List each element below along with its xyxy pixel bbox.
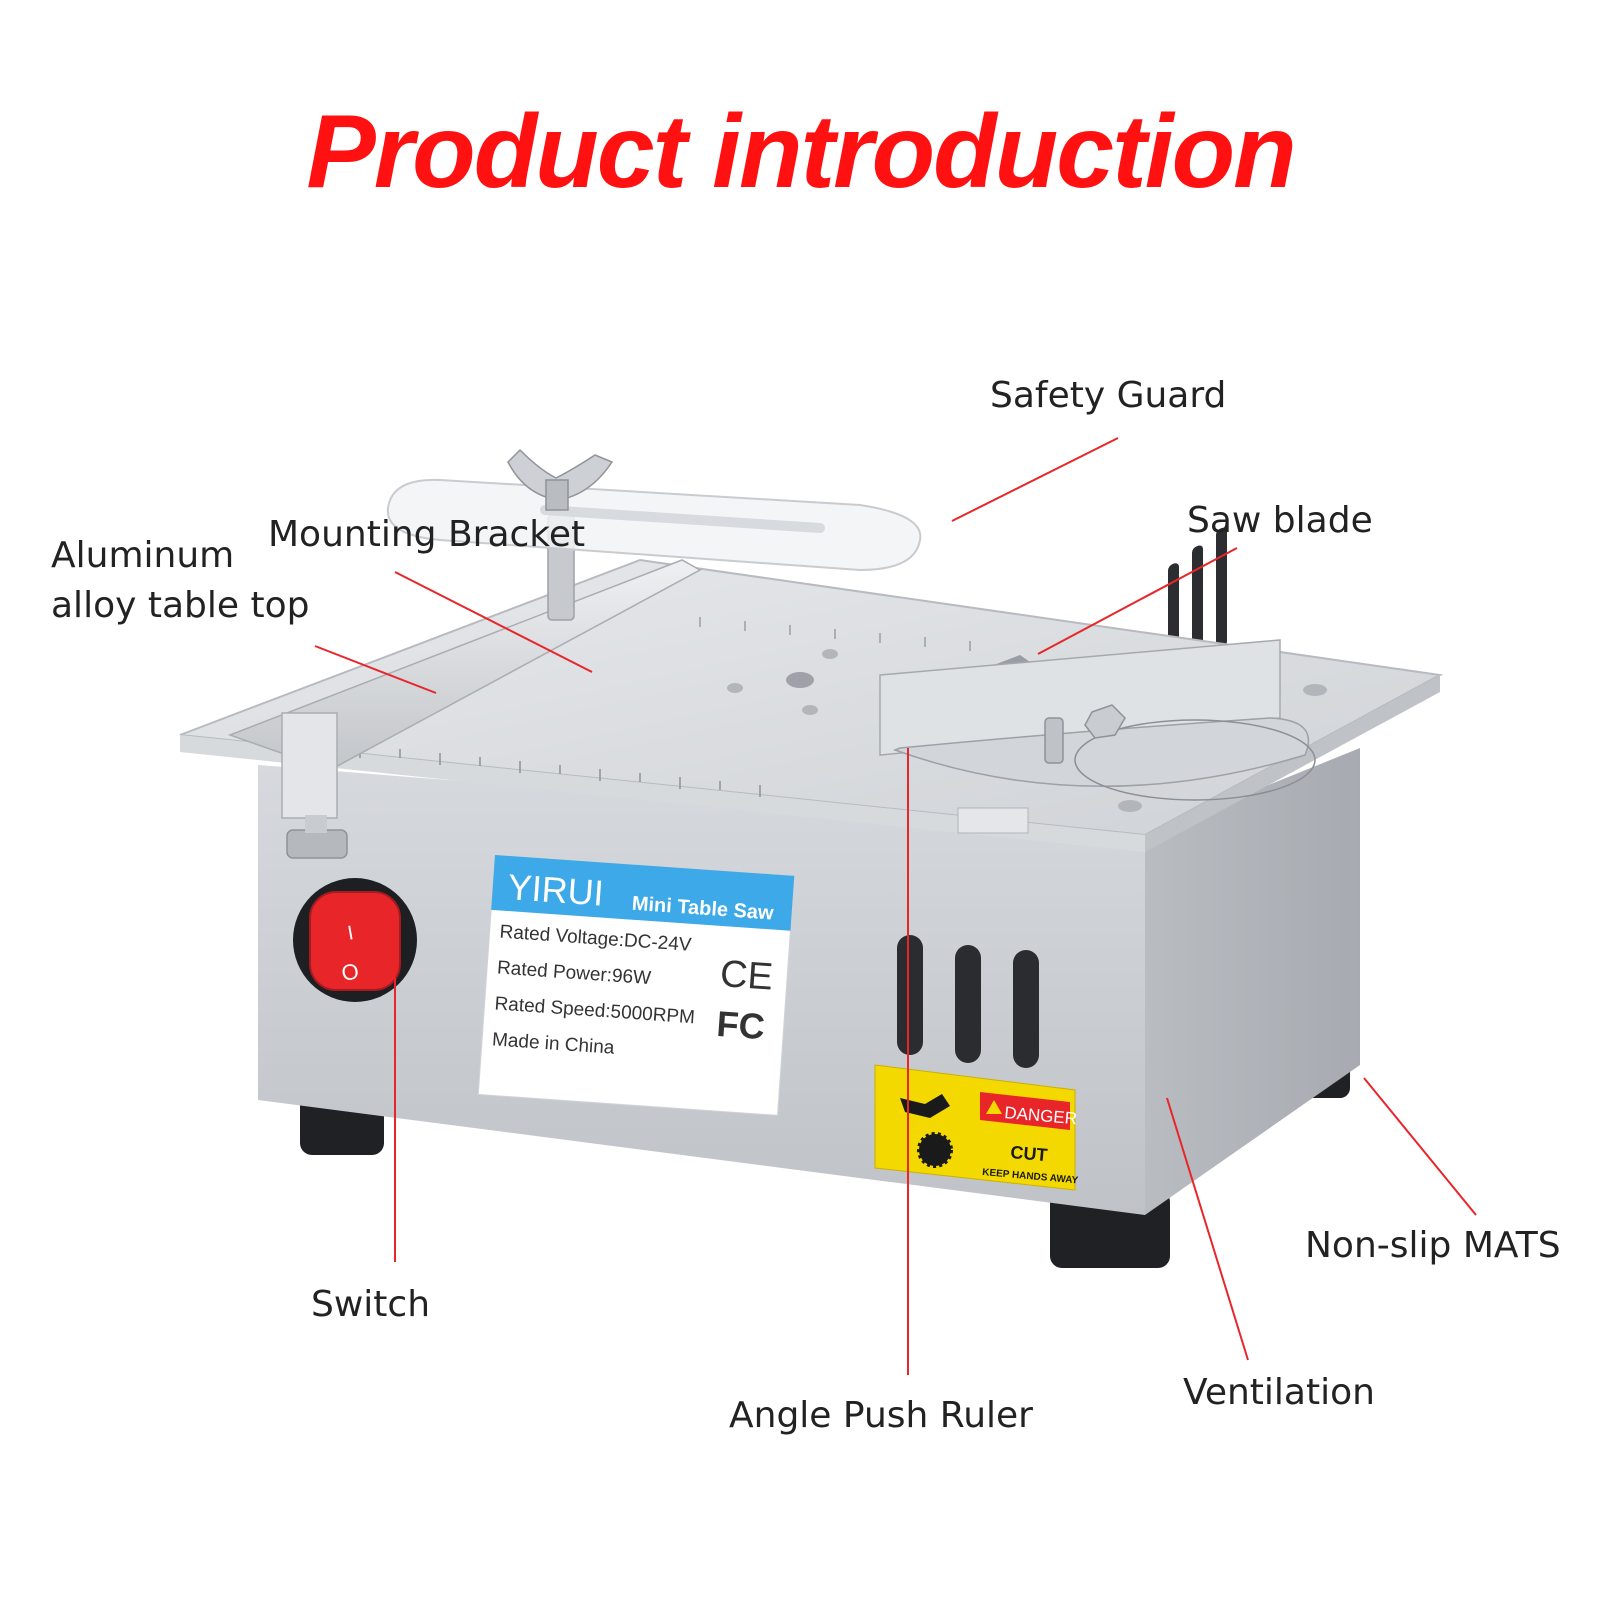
callout-ventilation: Ventilation [1183,1372,1375,1413]
ce-mark: CE [719,953,775,999]
callout-saw-blade: Saw blade [1187,500,1373,541]
angle-protractor-dial [1074,719,1316,801]
callout-non-slip-mats: Non-slip MATS [1305,1225,1561,1266]
mounting-hole [1303,684,1327,696]
callout-safety-guard: Safety Guard [990,375,1227,416]
fence-knob-stem [305,815,327,833]
top-ruler [699,617,971,651]
nameplate: YIRUI Mini Table Saw Rated Voltage:DC-24… [477,854,795,1116]
angle-ruler-lock-knob [1044,717,1064,764]
housing-side [1145,748,1360,1215]
callout-angle-push-ruler: Angle Push Ruler [729,1395,1033,1436]
leader-safety-guard [951,437,1119,522]
switch-on-symbol: I [346,922,355,945]
safety-guard [386,478,922,572]
switch-off-symbol: O [339,958,360,986]
fc-mark: FC [715,1003,766,1047]
table-top-edge-side [1145,675,1440,852]
front-vent-slot [1013,950,1039,1068]
safety-guard-slot [540,505,825,533]
warning-triangle-icon [986,1100,1002,1114]
miter-slide [957,807,1029,834]
table-top-edge [180,735,1145,852]
callout-table-top-line1: Aluminum [51,535,235,576]
leader-lines [314,437,1477,1375]
leader-non-slip-mats [1363,1077,1477,1216]
leader-table-top [314,645,437,694]
saw-blade-icon [917,1132,953,1168]
hand-cut-icon [900,1094,950,1118]
page-title: Product introduction [306,94,1296,210]
danger-banner [980,1092,1070,1130]
leader-mounting-bracket [394,571,593,673]
mounting-hole [786,672,814,688]
leader-saw-blade [1037,547,1238,655]
nameplate-header [491,855,795,931]
angle-ruler-nut [1084,704,1126,739]
mounting-hole [802,705,818,715]
callout-mounting-bracket: Mounting Bracket [268,514,586,555]
front-vent-slot [897,935,923,1055]
wing-nut-icon [507,448,614,511]
angle-protractor [892,717,1310,788]
brand-name: YIRUI [506,866,605,914]
mounting-hole [727,683,743,693]
front-vent-slot [955,945,981,1063]
callout-table-top: Aluminum alloy table top [51,531,309,632]
cut-text: CUT [1010,1142,1049,1165]
mounting-hole [822,649,838,659]
warning-label: DANGER CUT KEEP HANDS AWAY [874,1064,1079,1191]
callout-table-top-line2: alloy table top [51,585,310,627]
power-switch[interactable] [309,891,401,991]
fence-knob [286,829,348,859]
front-ruler [359,745,761,797]
fence-clamp [281,712,338,819]
mounting-hole [1118,800,1142,812]
leader-ventilation [1166,1097,1249,1361]
callout-switch: Switch [311,1284,431,1325]
